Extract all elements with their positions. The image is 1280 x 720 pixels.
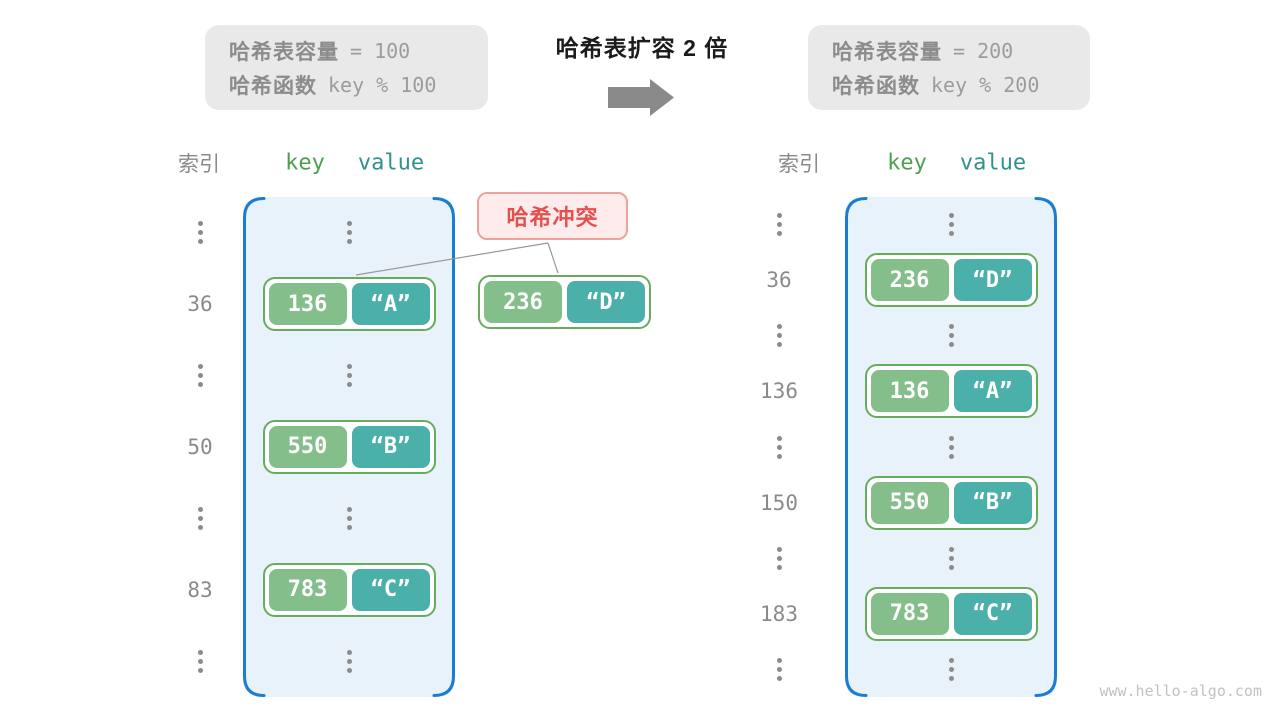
ellipsis-icon: [776, 657, 782, 681]
value-box: “A”: [953, 370, 1032, 413]
watermark: www.hello-algo.com: [1099, 682, 1262, 700]
table-bracket-border: [243, 197, 455, 697]
kv-pair-783-C: 783 “C”: [262, 562, 436, 617]
left-index-column: 36 50 83: [170, 197, 230, 697]
key-box: 136: [870, 370, 949, 413]
right-index-column: 36 136 150 183: [745, 197, 813, 697]
value-box: “B”: [351, 425, 430, 468]
right-value-header: value: [959, 150, 1027, 176]
hash-collision-badge: 哈希冲突: [477, 192, 628, 240]
key-box: 550: [870, 481, 949, 524]
ellipsis-icon: [197, 506, 203, 530]
index-label: 50: [187, 434, 213, 459]
right-hash-table: 236 “D” 136 “A” 550 “B”: [845, 197, 1057, 697]
capacity-value: = 200: [953, 39, 1014, 63]
kv-pair-550-B: 550 “B”: [864, 475, 1038, 530]
index-label: 183: [760, 601, 798, 626]
ellipsis-icon: [197, 221, 203, 245]
ellipsis-icon: [197, 649, 203, 673]
capacity-label: 哈希表容量: [229, 41, 339, 64]
index-label: 83: [187, 577, 213, 602]
index-label: 150: [760, 490, 798, 515]
value-box: “A”: [351, 283, 430, 326]
left-key-header: key: [285, 150, 325, 176]
capacity-value: = 100: [350, 39, 411, 63]
value-box: “D”: [567, 281, 645, 323]
table-bracket-border: [845, 197, 1057, 697]
kv-pair-550-B: 550 “B”: [262, 419, 436, 474]
index-label: 136: [760, 379, 798, 404]
kv-pair-783-C: 783 “C”: [864, 586, 1038, 641]
kv-pair-236-D: 236 “D”: [864, 253, 1038, 308]
hash-function-line: 哈希函数 key % 200: [832, 68, 1090, 102]
ellipsis-icon: [346, 221, 352, 245]
ellipsis-icon: [346, 364, 352, 388]
hash-function-label: 哈希函数: [832, 75, 920, 98]
left-index-header: 索引: [178, 153, 220, 176]
ellipsis-icon: [346, 506, 352, 530]
ellipsis-icon: [776, 435, 782, 459]
ellipsis-icon: [948, 324, 954, 348]
ellipsis-icon: [346, 649, 352, 673]
key-box: 783: [870, 592, 949, 635]
kv-pair-236-D-colliding: 236 “D”: [478, 275, 651, 329]
value-box: “D”: [953, 259, 1032, 302]
diagram-title: 哈希表扩容 2 倍: [555, 35, 729, 61]
right-capacity-info-box: 哈希表容量 = 200 哈希函数 key % 200: [808, 25, 1090, 110]
ellipsis-icon: [776, 213, 782, 237]
right-index-header: 索引: [778, 153, 820, 176]
value-box: “C”: [351, 568, 430, 611]
hash-function-line: 哈希函数 key % 100: [229, 68, 488, 102]
key-box: 136: [268, 283, 347, 326]
hash-function-label: 哈希函数: [229, 75, 317, 98]
key-box: 236: [870, 259, 949, 302]
left-capacity-info-box: 哈希表容量 = 100 哈希函数 key % 100: [205, 25, 488, 110]
kv-pair-136-A: 136 “A”: [864, 364, 1038, 419]
right-key-header: key: [887, 150, 927, 176]
value-box: “C”: [953, 592, 1032, 635]
index-label: 36: [187, 292, 213, 317]
capacity-line: 哈希表容量 = 100: [229, 34, 488, 68]
ellipsis-icon: [948, 546, 954, 570]
left-hash-table: 136 “A” 550 “B” 783 “C”: [243, 197, 455, 697]
key-box: 783: [268, 568, 347, 611]
ellipsis-icon: [948, 213, 954, 237]
key-box: 236: [484, 281, 562, 323]
ellipsis-icon: [776, 546, 782, 570]
hash-function-value: key % 200: [931, 73, 1040, 97]
expand-arrow-icon: [608, 78, 676, 123]
ellipsis-icon: [197, 364, 203, 388]
left-value-header: value: [357, 150, 425, 176]
kv-pair-136-A: 136 “A”: [262, 277, 436, 332]
capacity-label: 哈希表容量: [832, 41, 942, 64]
value-box: “B”: [953, 481, 1032, 524]
ellipsis-icon: [948, 435, 954, 459]
ellipsis-icon: [776, 324, 782, 348]
hash-function-value: key % 100: [328, 73, 437, 97]
ellipsis-icon: [948, 657, 954, 681]
capacity-line: 哈希表容量 = 200: [832, 34, 1090, 68]
key-box: 550: [268, 425, 347, 468]
index-label: 36: [766, 268, 792, 293]
